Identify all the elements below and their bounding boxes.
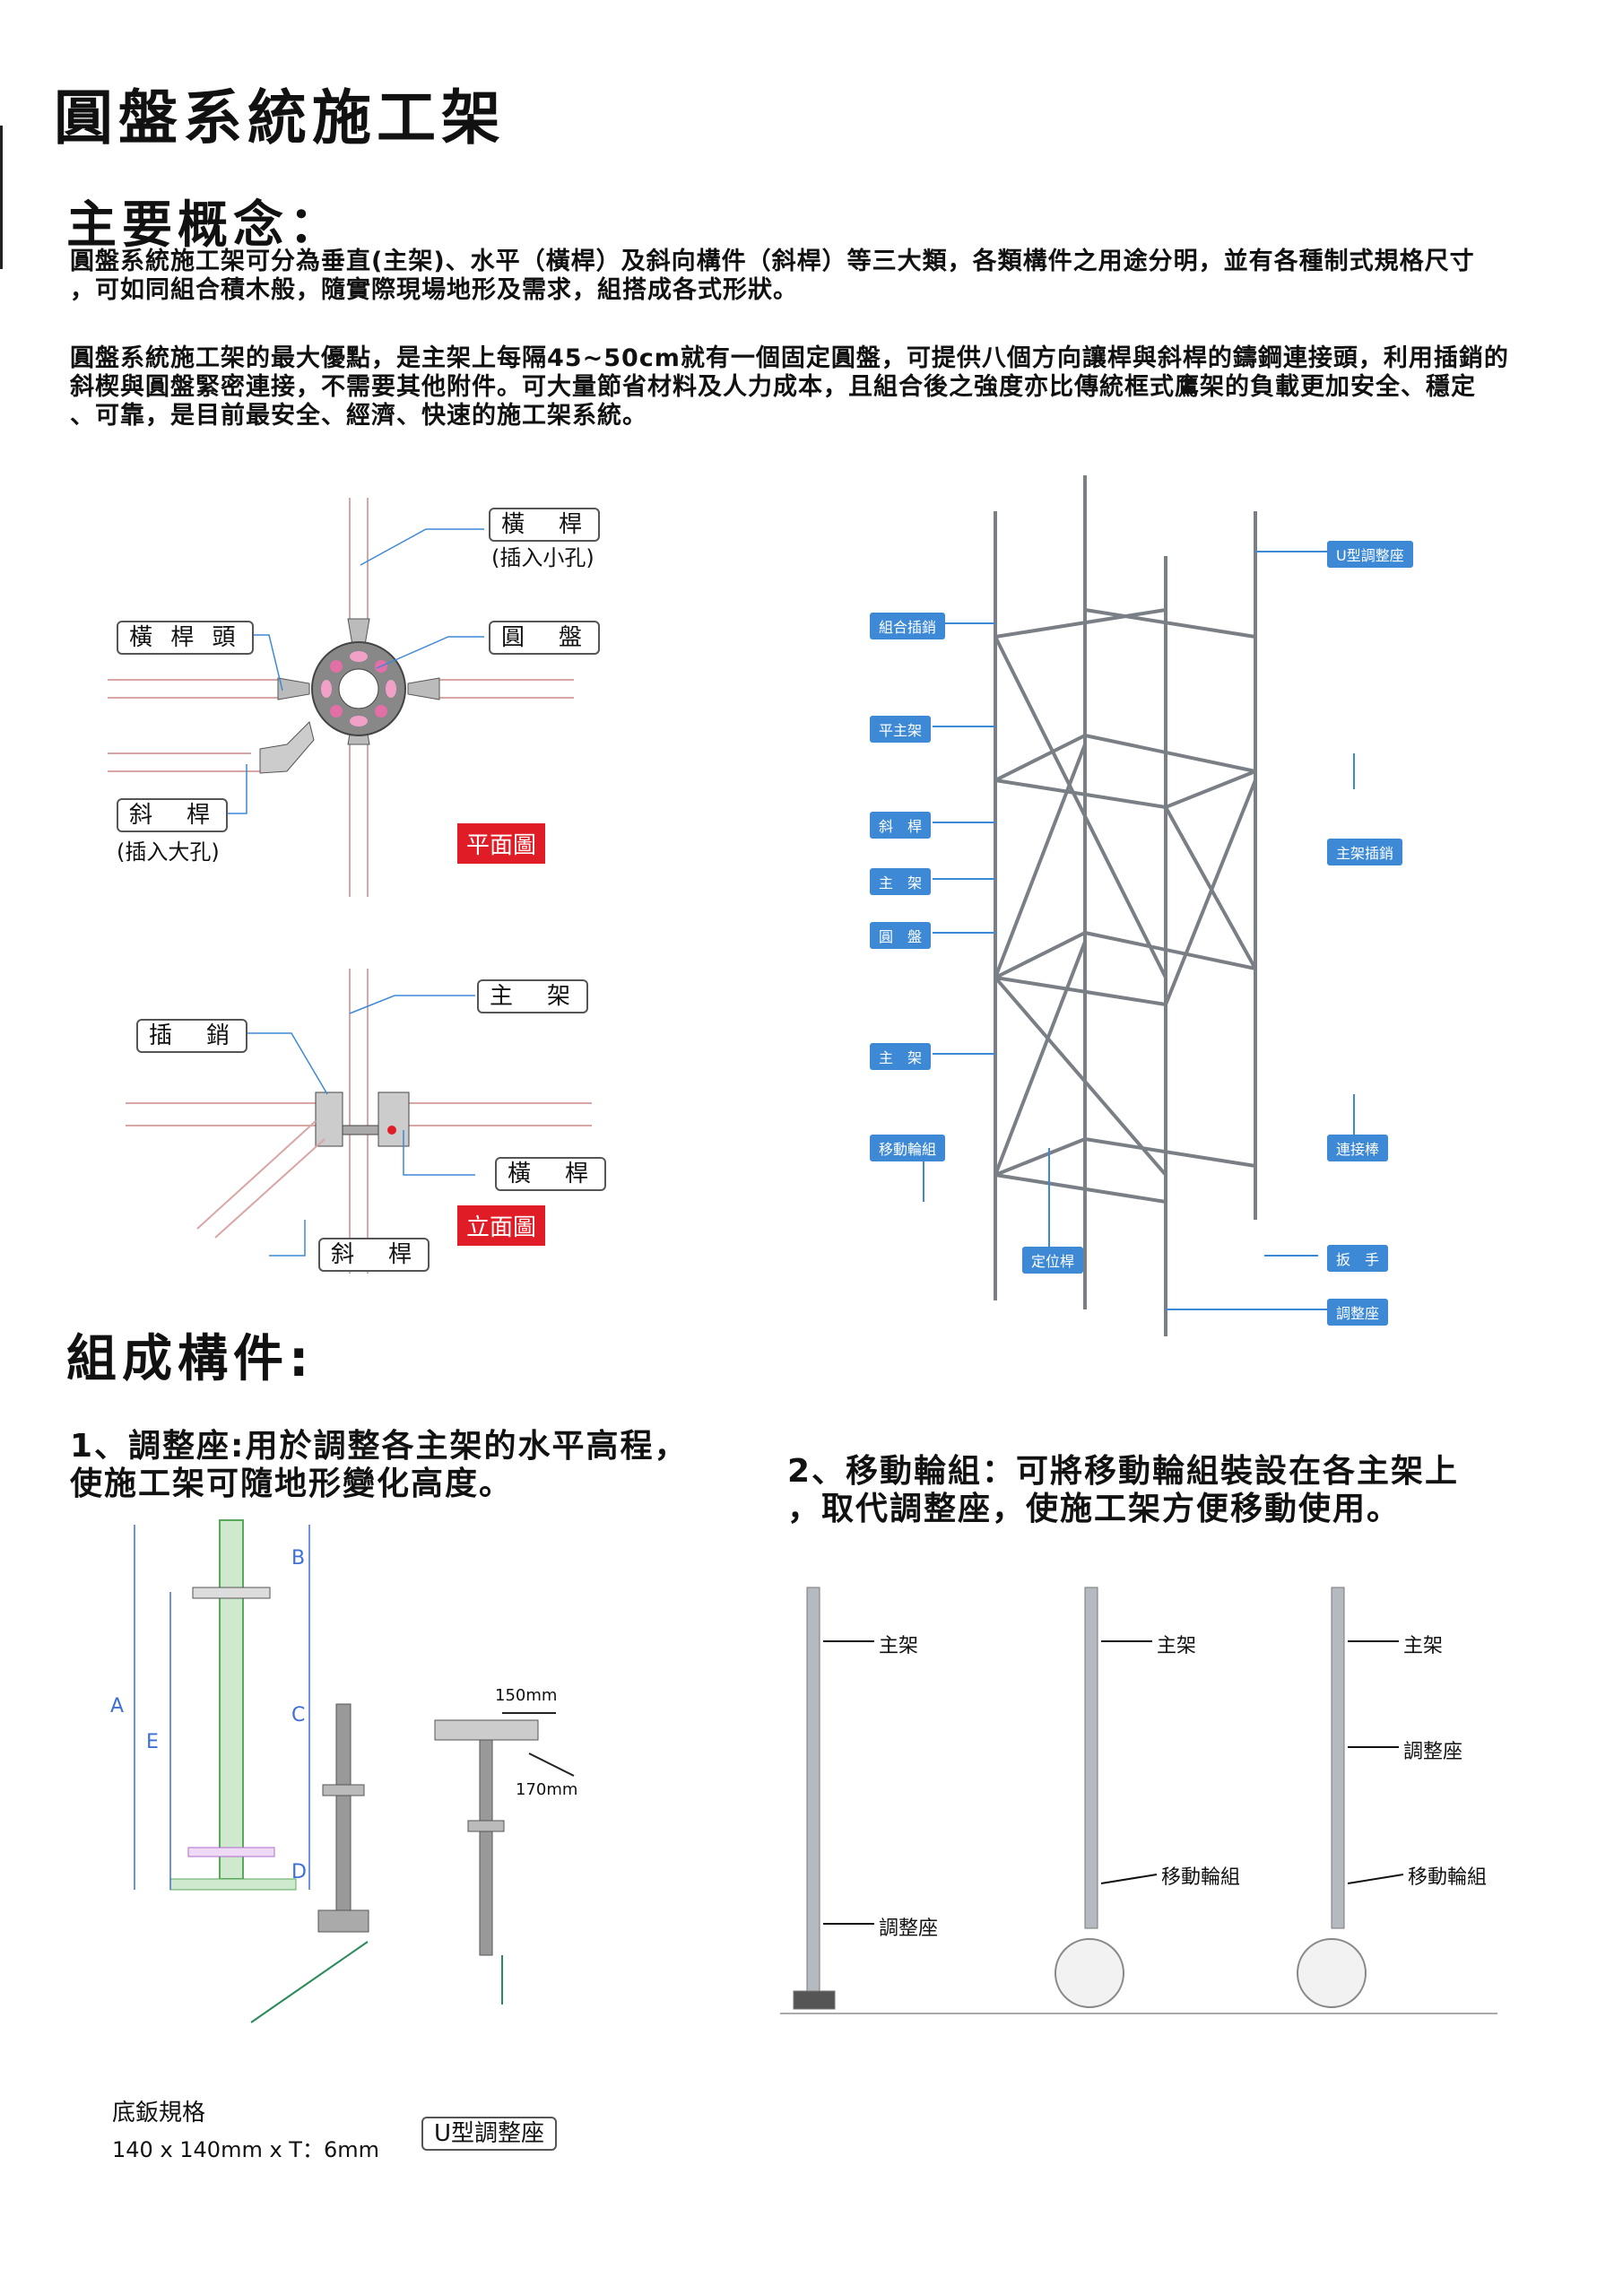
plan-drawing [108,498,574,897]
plan-diagram: 橫 桿 (插入小孔) 橫 桿 頭 圓 盤 斜 桿 (插入大孔) 平面圖 [108,484,610,906]
dim-e: E [146,1731,159,1753]
text-line: 圓盤系統施工架的最大優點，是主架上每隔45~50cm就有一個固定圓盤，可提供八個… [70,344,1509,372]
plan-view-badge: 平面圖 [457,823,546,864]
item-1-text: 1、調整座:用於調整各主架的水平高程， 使施工架可隨地形變化高度。 [70,1428,688,1503]
tower-diagram: 組合插銷 平主架 斜 桿 主 架 圓 盤 主 架 移動輪組 定位桿 U型調整座 … [861,475,1435,1336]
text-line: ，取代調整座，使施工架方便移動使用。 [787,1491,1402,1527]
text-line: 、可靠，是目前最安全、經濟、快速的施工架系統。 [70,402,647,430]
wheel-main-label-2: 主架 [1157,1635,1197,1657]
wheel-caster-label-2: 移動輪組 [1161,1866,1241,1889]
tower-label-locator: 定位桿 [1022,1247,1084,1274]
tag-crossbar: 橫 桿 [495,1157,607,1191]
tower-label-caster: 移動輪組 [870,1135,946,1161]
tower-label-diagonal: 斜 桿 [870,812,932,839]
tower-drawing [923,475,1355,1336]
base-plate-spec: 140 x 140mm x T：6mm [112,2137,379,2162]
note-large-hole: (插入大孔) [117,839,220,865]
dim-a: A [110,1695,125,1718]
tag-crossbar-head: 橫 桿 頭 [117,621,254,655]
dim-c: C [291,1704,306,1726]
caster-comparison-figure: 主架 調整座 主架 移動輪組 主架 調整座 移動輪組 [780,1587,1497,2018]
text-line: ，可如同組合積木般，隨實際現場地形及需求，組搭成各式形狀。 [70,276,798,304]
tower-label-adjust-seat: 調整座 [1327,1299,1389,1326]
base-plate-label: 底鈑規格 [112,2100,206,2126]
tag-disc: 圓 盤 [489,621,601,655]
text-line: 1、調整座:用於調整各主架的水平高程， [70,1428,689,1465]
tag-pin: 插 銷 [136,1019,248,1053]
concept-heading: 主要概念： [66,196,344,255]
tower-label-main-frame-2: 主 架 [870,1043,932,1070]
wheel-main-label-3: 主架 [1403,1635,1444,1657]
dim-b: B [291,1547,306,1570]
concept-paragraph-1: 圓盤系統施工架可分為垂直(主架)、水平（橫桿）及斜向構件（斜桿）等三大類，各類構… [70,248,1585,305]
text-line: 使施工架可隨地形變化高度。 [70,1465,514,1502]
components-heading: 組成構件: [66,1330,315,1388]
concept-paragraph-2: 圓盤系統施工架的最大優點，是主架上每隔45~50cm就有一個固定圓盤，可提供八個… [70,344,1585,430]
wheel-adjust-label-1: 調整座 [879,1918,939,1940]
tower-label-pin-joint: 組合插銷 [870,613,946,639]
text-line: 斜楔與圓盤緊密連接，不需要其他附件。可大量節省材料及人力成本，且組合後之強度亦比… [70,373,1476,401]
caster-comparison-drawing [780,1587,1497,2014]
item-2-text: 2、移動輪組：可將移動輪組裝設在各主架上 ，取代調整座，使施工架方便移動使用。 [787,1453,1459,1528]
elevation-drawing [126,969,592,1274]
tower-label-frame-pin: 主架插銷 [1327,839,1403,865]
dim-150: 150mm [495,1686,558,1705]
dim-d: D [291,1861,307,1883]
page-title: 圓盤系統施工架 [54,83,506,152]
elevation-diagram: 主 架 插 銷 橫 桿 斜 桿 立面圖 [126,960,610,1292]
dim-170: 170mm [516,1780,578,1799]
tower-label-flat-frame: 平主架 [870,716,932,743]
wheel-caster-label-3: 移動輪組 [1408,1866,1488,1889]
tower-label-main-frame: 主 架 [870,868,932,895]
tag-diagonal: 斜 桿 [318,1238,430,1272]
tower-label-u-seat: U型調整座 [1327,541,1413,568]
tag-main-frame: 主 架 [477,979,589,1013]
tag-crossbar: 橫 桿 [489,508,601,542]
tower-label-wrench: 扳 手 [1327,1245,1389,1272]
text-line: 2、移動輪組：可將移動輪組裝設在各主架上 [787,1453,1460,1490]
elevation-view-badge: 立面圖 [457,1205,546,1246]
adjust-seat-figure: A E B C D 150mm 170mm [108,1516,578,2027]
u-seat-label: U型調整座 [421,2117,558,2151]
text-line: 圓盤系統施工架可分為垂直(主架)、水平（橫桿）及斜向構件（斜桿）等三大類，各類構… [70,248,1475,275]
wheel-main-label-1: 主架 [879,1635,919,1657]
note-small-hole: (插入小孔) [491,545,595,570]
margin-rule [0,126,3,269]
adjust-seat-drawing [134,1519,575,2023]
tag-diagonal: 斜 桿 [117,798,229,832]
tower-label-connector: 連接棒 [1327,1135,1389,1161]
tower-label-disc: 圓 盤 [870,922,932,949]
wheel-adjust-label-3: 調整座 [1403,1741,1463,1763]
